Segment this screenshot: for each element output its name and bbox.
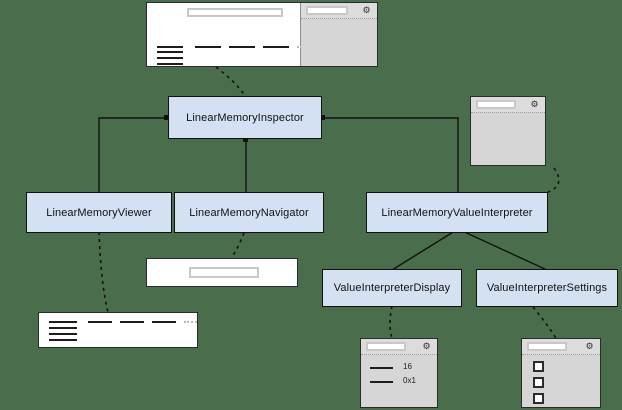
node-linear-memory-viewer[interactable]: LinearMemoryViewer [26, 192, 172, 233]
memory-byte-group [88, 321, 112, 323]
settings-checkbox[interactable] [533, 393, 544, 404]
node-value-interpreter-display[interactable]: ValueInterpreterDisplay [322, 269, 462, 307]
edge-inspector-viewer [98, 117, 168, 192]
address-field[interactable] [189, 267, 259, 278]
edge-inspector-interpreter [322, 117, 459, 192]
edge-interpreter-display [391, 228, 459, 271]
interpreter-mockup-toolbar: ⚙ [471, 97, 545, 113]
node-label: LinearMemoryInspector [186, 111, 304, 124]
leader-display-mockup [389, 305, 393, 339]
search-field[interactable] [476, 100, 516, 109]
node-label: LinearMemoryNavigator [189, 206, 309, 219]
search-field[interactable] [527, 342, 567, 351]
gear-icon[interactable]: ⚙ [530, 99, 539, 109]
node-value-interpreter-settings[interactable]: ValueInterpreterSettings [476, 269, 618, 307]
dash-line-icon [370, 381, 393, 383]
gear-icon[interactable]: ⚙ [585, 341, 594, 351]
settings-checkbox[interactable] [533, 361, 544, 372]
node-label: LinearMemoryViewer [46, 206, 152, 219]
node-linear-memory-value-interpreter[interactable]: LinearMemoryValueInterpreter [366, 192, 548, 233]
memory-row-line [49, 339, 77, 341]
display-value: 0x1 [403, 376, 416, 385]
viewer-mockup [38, 312, 198, 348]
memory-row-line [49, 321, 77, 323]
memory-byte-group [229, 46, 255, 48]
memory-byte-group [195, 46, 221, 48]
node-label: ValueInterpreterDisplay [333, 282, 451, 294]
node-label: ValueInterpreterSettings [486, 282, 608, 294]
leader-inspector-mockup [215, 66, 246, 97]
memory-byte-group [120, 321, 144, 323]
navigator-mockup [146, 258, 298, 287]
memory-row-line [157, 63, 183, 65]
display-mockup: ⚙ 16 0x1 [360, 338, 438, 408]
search-field[interactable] [187, 8, 283, 17]
display-value: 16 [403, 362, 412, 371]
inspector-mockup-side-toolbar: ⚙ [301, 3, 377, 19]
search-field[interactable] [306, 6, 348, 15]
settings-mockup: ⚙ [521, 338, 601, 408]
leader-settings-mockup [532, 306, 558, 341]
memory-ascii-column [184, 321, 197, 323]
memory-row-line [49, 327, 77, 329]
memory-row-line [157, 57, 183, 59]
memory-byte-group [263, 46, 289, 48]
inspector-mockup: ⚙ [146, 2, 378, 67]
inspector-mockup-main-pane [147, 3, 329, 66]
edge-interpreter-settings [457, 228, 548, 271]
search-field[interactable] [366, 342, 406, 351]
gear-icon[interactable]: ⚙ [422, 341, 431, 351]
inspector-mockup-toolbar [147, 3, 300, 25]
memory-row-line [157, 51, 183, 53]
display-mockup-toolbar: ⚙ [361, 339, 437, 355]
settings-checkbox[interactable] [533, 377, 544, 388]
memory-byte-group [152, 321, 176, 323]
inspector-mockup-side-pane: ⚙ [301, 3, 377, 66]
interpreter-mockup: ⚙ [470, 96, 546, 166]
leader-viewer-mockup [98, 231, 109, 313]
gear-icon[interactable]: ⚙ [362, 5, 371, 15]
node-linear-memory-inspector[interactable]: LinearMemoryInspector [168, 96, 322, 139]
memory-row-line [49, 333, 77, 335]
memory-row-line [157, 46, 183, 48]
leader-interpreter-mockup [547, 167, 560, 193]
leader-navigator-mockup [231, 232, 245, 258]
node-linear-memory-navigator[interactable]: LinearMemoryNavigator [174, 192, 324, 233]
dash-line-icon [370, 367, 393, 369]
settings-mockup-toolbar: ⚙ [522, 339, 600, 355]
node-label: LinearMemoryValueInterpreter [381, 206, 533, 219]
